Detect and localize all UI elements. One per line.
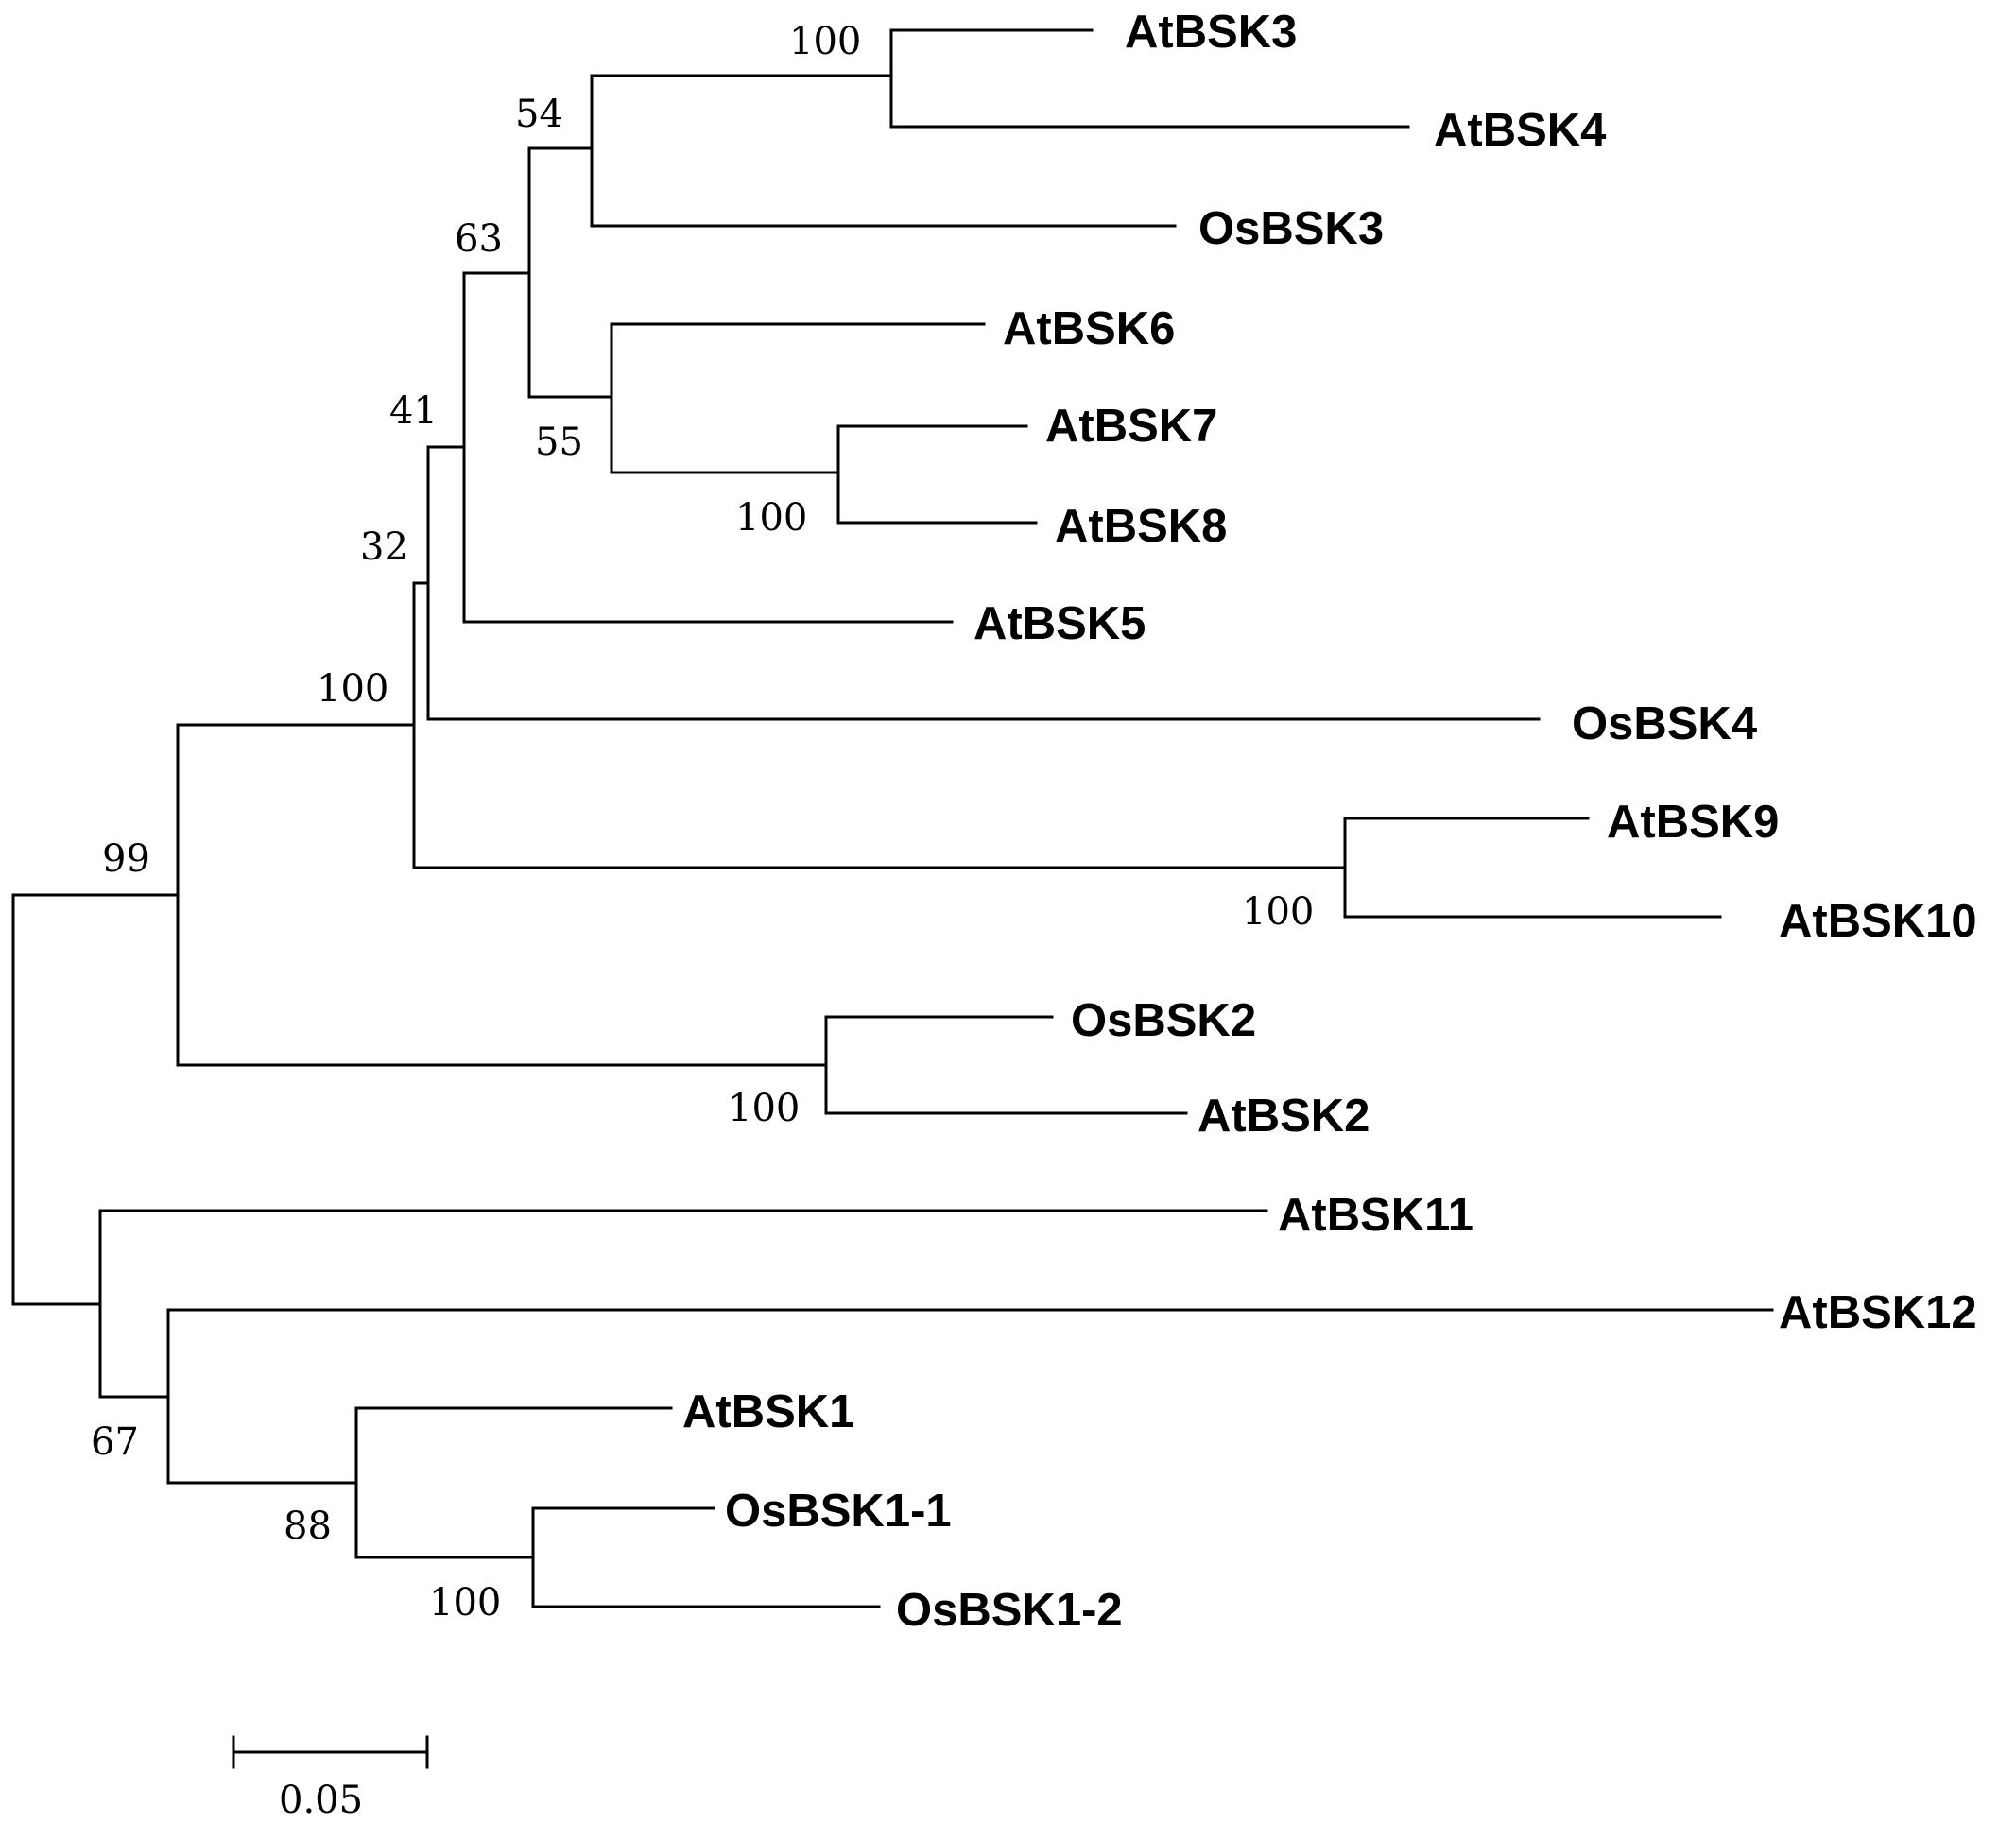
bootstrap-label: 54 xyxy=(515,93,563,136)
leaf-label-OsBSK1-1: OsBSK1-1 xyxy=(725,1486,952,1537)
bootstrap-values: 100 54 63 55 100 41 32 100 100 99 100 67… xyxy=(91,20,1314,1625)
bootstrap-label: 100 xyxy=(317,667,388,711)
leaf-label-AtBSK12: AtBSK12 xyxy=(1779,1287,1977,1338)
leaf-label-OsBSK3: OsBSK3 xyxy=(1198,203,1384,254)
bootstrap-label: 67 xyxy=(91,1420,139,1464)
leaf-label-OsBSK2: OsBSK2 xyxy=(1071,995,1256,1046)
leaf-label-AtBSK9: AtBSK9 xyxy=(1607,797,1779,848)
leaf-label-AtBSK11: AtBSK11 xyxy=(1278,1190,1473,1241)
bootstrap-label: 55 xyxy=(535,421,583,464)
leaf-label-AtBSK2: AtBSK2 xyxy=(1198,1091,1370,1142)
bootstrap-label: 99 xyxy=(102,837,150,881)
scale-bar-label: 0.05 xyxy=(279,1779,363,1822)
leaf-label-AtBSK5: AtBSK5 xyxy=(974,598,1146,649)
leaf-labels: AtBSK3 AtBSK4 OsBSK3 AtBSK6 AtBSK7 AtBSK… xyxy=(682,7,1977,1636)
leaf-label-AtBSK4: AtBSK4 xyxy=(1434,105,1606,156)
scale-bar: 0.05 xyxy=(232,1735,429,1822)
leaf-label-AtBSK6: AtBSK6 xyxy=(1003,303,1175,354)
bootstrap-label: 100 xyxy=(728,1087,800,1130)
bootstrap-label: 41 xyxy=(389,389,438,433)
leaf-label-AtBSK3: AtBSK3 xyxy=(1125,7,1297,58)
bootstrap-label: 100 xyxy=(429,1581,501,1625)
leaf-label-AtBSK8: AtBSK8 xyxy=(1055,501,1227,552)
bootstrap-label: 63 xyxy=(455,217,503,261)
leaf-label-OsBSK4: OsBSK4 xyxy=(1572,698,1757,749)
bootstrap-label: 100 xyxy=(789,20,861,63)
bootstrap-label: 88 xyxy=(284,1505,332,1548)
bootstrap-label: 32 xyxy=(360,525,408,569)
leaf-label-AtBSK10: AtBSK10 xyxy=(1779,896,1977,947)
tree-connectors xyxy=(11,28,1347,1608)
leaf-label-AtBSK1: AtBSK1 xyxy=(682,1386,854,1437)
leaf-label-OsBSK1-2: OsBSK1-2 xyxy=(896,1585,1123,1636)
bootstrap-label: 100 xyxy=(1242,890,1314,934)
bootstrap-label: 100 xyxy=(735,496,807,540)
tree-branches xyxy=(11,28,1774,1608)
leaf-label-AtBSK7: AtBSK7 xyxy=(1045,401,1217,452)
